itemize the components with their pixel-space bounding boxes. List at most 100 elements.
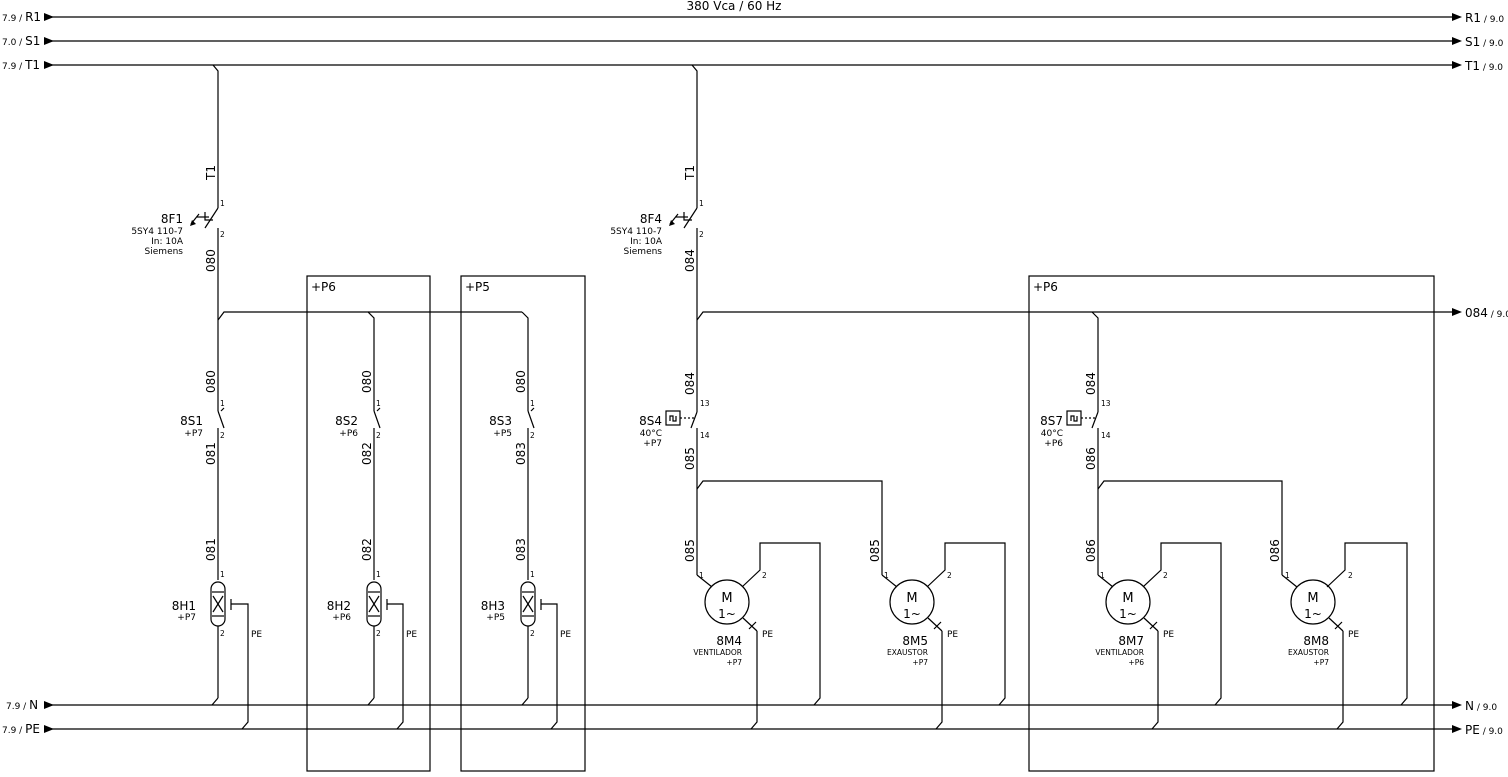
panel-p5: +P5	[460, 275, 586, 772]
breaker-8f1-t-out: 2	[220, 230, 225, 239]
breaker-8f1-tag: 8F1	[161, 212, 183, 226]
svg-text:7.9 / PE: 7.9 / PE	[2, 722, 40, 736]
motor-8m4-t2: 2	[762, 571, 767, 580]
switch-8s3-loc: +P5	[493, 429, 512, 439]
lamp-8h1: 081 1 2 PE 8H1 +P7	[172, 538, 262, 730]
motor-8m8: 086 M 1~ 1 2 PE 8M8 EXAUSTOR +P7	[1268, 539, 1408, 730]
motor-8m8-tag: 8M8	[1303, 634, 1329, 648]
lamp-8h2-tag: 8H2	[327, 599, 351, 613]
switch-8s1: 080 1 2 8S1 +P7 081	[180, 370, 225, 465]
lamp-8h2-t2: 2	[376, 629, 381, 638]
diagram-title: 380 Vca / 60 Hz	[687, 0, 782, 13]
breaker-8f4-model: 5SY4 110-7	[610, 227, 662, 237]
wire-084-a: 084	[683, 249, 697, 272]
lamp-8h3-tag: 8H3	[481, 599, 505, 613]
switch-8s1-t-in: 1	[220, 399, 225, 408]
breaker-8f1-model: 5SY4 110-7	[131, 227, 183, 237]
bus-n: 7.9 / N N / 9.0	[6, 698, 1497, 713]
switch-8s2-wire-out: 082	[360, 442, 374, 465]
motor-8m5-t1: 1	[884, 571, 889, 580]
motor-8m5-loc: +P7	[912, 658, 928, 667]
lamp-8h2: 082 1 2 PE 8H2 +P6	[327, 538, 417, 730]
lamp-8h1-t2: 2	[220, 629, 225, 638]
thermostat-8s4-t-out: 14	[700, 431, 710, 440]
svg-text:7.9 / R1: 7.9 / R1	[2, 10, 41, 24]
svg-text:N / 9.0: N / 9.0	[1465, 699, 1497, 713]
thermostat-8s7-t-in: 13	[1101, 399, 1111, 408]
motor-8m4-symbol: M	[721, 591, 732, 606]
switch-8s1-loc: +P7	[184, 429, 203, 439]
panel-p6-right-label: +P6	[1033, 280, 1058, 294]
breaker-8f4-t-in: 1	[699, 199, 704, 208]
bus-s1-right-ref: / 9.0	[1480, 39, 1503, 49]
bus-pe-left-label: PE	[25, 722, 40, 736]
motor-8m5-desc: EXAUSTOR	[887, 648, 928, 657]
lamp-8h3-loc: +P5	[486, 613, 505, 623]
switch-8s1-wire-out: 081	[204, 442, 218, 465]
lamp-8h1-t1: 1	[220, 570, 225, 579]
breaker-8f1-brand: Siemens	[145, 247, 184, 257]
lamp-8h1-wire: 081	[204, 538, 218, 561]
thermostat-8s7-wire-in: 084	[1084, 372, 1098, 395]
motor-8m4-wire: 085	[683, 539, 697, 562]
bus-s1-left-ref: 7.0 /	[2, 38, 25, 48]
bus-pe-right-ref: / 9.0	[1480, 727, 1503, 737]
motor-8m7-pe: PE	[1163, 630, 1174, 640]
thermostat-8s7-temp: 40°C	[1041, 429, 1063, 439]
motor-8m4-t1: 1	[699, 571, 704, 580]
svg-text:R1 / 9.0: R1 / 9.0	[1465, 11, 1504, 25]
lamp-8h3: 083 1 2 PE 8H3 +P5	[481, 538, 571, 730]
bus-n-right-ref: / 9.0	[1474, 703, 1497, 713]
motor-8m4-phase: 1~	[718, 607, 736, 621]
thermostat-8s4: 084 13 14 8S4 40°C +P7 085	[639, 372, 710, 470]
lamp-8h1-loc: +P7	[177, 613, 196, 623]
thermostat-8s4-t-in: 13	[700, 399, 710, 408]
motor-8m5-tag: 8M5	[902, 634, 928, 648]
wire-084-right-ref: / 9.0	[1488, 310, 1508, 320]
thermostat-8s7-wire-out: 086	[1084, 447, 1098, 470]
svg-text:7.9 / T1: 7.9 / T1	[2, 58, 40, 72]
panel-p5-label: +P5	[465, 280, 490, 294]
motor-8m8-loc: +P7	[1313, 658, 1329, 667]
breaker-8f4-tag: 8F4	[640, 212, 662, 226]
switch-8s1-wire-in: 080	[204, 370, 218, 393]
lamp-8h3-pe: PE	[560, 630, 571, 640]
breaker-8f4-rating: In: 10A	[630, 237, 663, 247]
bus-r1-right-ref: / 9.0	[1481, 15, 1504, 25]
svg-text:T1 / 9.0: T1 / 9.0	[1464, 59, 1503, 73]
motor-8m8-phase: 1~	[1304, 607, 1322, 621]
switch-8s3: 080 1 2 8S3 +P5 083	[489, 370, 535, 465]
thermostat-8s4-wire-out: 085	[683, 447, 697, 470]
motor-8m7: 086 M 1~ 1 2 PE 8M7 VENTILADOR +P6	[1084, 539, 1222, 730]
switch-8s2-tag: 8S2	[335, 414, 358, 428]
switch-8s3-tag: 8S3	[489, 414, 512, 428]
motor-8m7-t2: 2	[1163, 571, 1168, 580]
bus-n-left-label: N	[29, 698, 38, 712]
lamp-8h3-t2: 2	[530, 629, 535, 638]
lamp-8h1-pe: PE	[251, 630, 262, 640]
switch-8s1-t-out: 2	[220, 431, 225, 440]
svg-text:084 / 9.0: 084 / 9.0	[1465, 306, 1508, 320]
panel-p6-left-label: +P6	[311, 280, 336, 294]
bus-pe: 7.9 / PE PE / 9.0	[2, 722, 1503, 737]
switch-8s2: 080 1 2 8S2 +P6 082	[335, 370, 381, 465]
lamp-8h1-tag: 8H1	[172, 599, 196, 613]
breaker-8f1-t-in: 1	[220, 199, 225, 208]
switch-8s3-wire-out: 083	[514, 442, 528, 465]
breaker-8f1-rating: In: 10A	[151, 237, 184, 247]
switch-8s2-loc: +P6	[339, 429, 358, 439]
bus-r1-right-label: R1	[1465, 11, 1481, 25]
motor-8m7-loc: +P6	[1128, 658, 1144, 667]
bus-s1-right-label: S1	[1465, 35, 1480, 49]
bus-t1-left-label: T1	[24, 58, 40, 72]
thermostat-8s4-loc: +P7	[643, 439, 662, 449]
motor-8m7-phase: 1~	[1119, 607, 1137, 621]
switch-8s3-t-in: 1	[530, 399, 535, 408]
thermostat-8s7-tag: 8S7	[1040, 414, 1063, 428]
motor-8m7-symbol: M	[1122, 591, 1133, 606]
breaker-8f4: 1 2 8F4 5SY4 110-7 In: 10A Siemens	[610, 199, 704, 257]
bus-r1: 7.9 / R1 R1 / 9.0	[2, 10, 1504, 25]
bus-s1: 7.0 / S1 S1 / 9.0	[2, 34, 1504, 49]
motor-8m8-t1: 1	[1285, 571, 1290, 580]
motor-8m7-wire: 086	[1084, 539, 1098, 562]
